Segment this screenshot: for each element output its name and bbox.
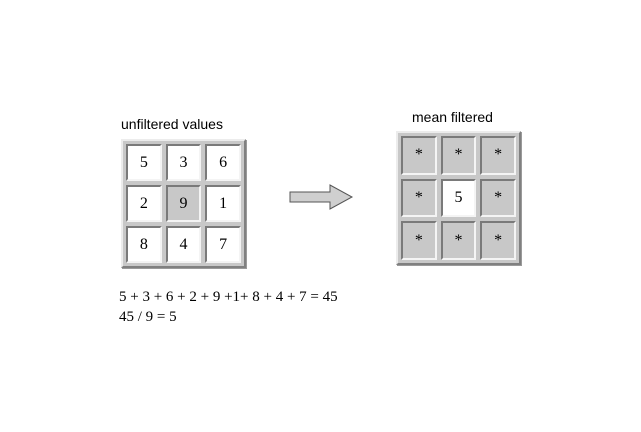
- unfiltered-cell: 1: [205, 185, 241, 222]
- filtered-cell: *: [440, 136, 477, 175]
- unfiltered-cell: 8: [126, 226, 162, 263]
- unfiltered-grid: 5 3 6 2 9 1 8 4 7: [121, 139, 246, 268]
- right-arrow-icon: [289, 184, 354, 210]
- unfiltered-cell: 6: [205, 144, 241, 181]
- filtered-cell: *: [401, 136, 437, 175]
- unfiltered-cell: 5: [126, 144, 162, 181]
- filtered-cell: *: [401, 221, 437, 260]
- filtered-cell: *: [401, 178, 437, 218]
- unfiltered-center-cell: 9: [165, 185, 202, 222]
- unfiltered-cell: 7: [205, 226, 241, 263]
- unfiltered-values-title: unfiltered values: [121, 116, 223, 132]
- unfiltered-cell: 2: [126, 185, 162, 222]
- filtered-center-cell: 5: [440, 178, 477, 218]
- filtered-cell: *: [440, 221, 477, 260]
- mean-filtered-title: mean filtered: [412, 109, 493, 125]
- filtered-cell: *: [480, 178, 516, 218]
- unfiltered-cell: 4: [165, 226, 202, 263]
- mean-formula: 45 / 9 = 5: [119, 309, 177, 325]
- filtered-cell: *: [480, 221, 516, 260]
- sum-formula: 5 + 3 + 6 + 2 + 9 +1+ 8 + 4 + 7 = 45: [119, 289, 338, 305]
- mean-filtered-grid: * * * * 5 * * * *: [396, 131, 521, 265]
- unfiltered-cell: 3: [165, 144, 202, 181]
- filtered-cell: *: [480, 136, 516, 175]
